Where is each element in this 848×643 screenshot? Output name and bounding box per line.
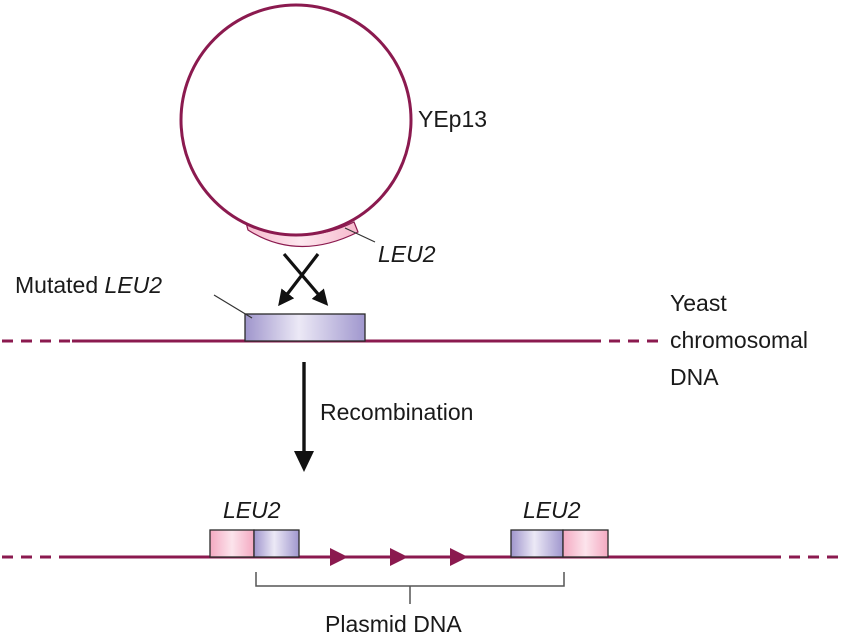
left-leu2-label: LEU2	[223, 497, 281, 523]
recombination-label: Recombination	[320, 399, 473, 425]
crossover-icon	[278, 252, 329, 307]
plasmid-label: YEp13	[418, 106, 487, 132]
right-leu2-label: LEU2	[523, 497, 581, 523]
plasmid-dna-label: Plasmid DNA	[325, 611, 462, 637]
left-pink-block	[209, 529, 255, 558]
plasmid-yep13	[179, 3, 413, 248]
right-purple-block	[510, 529, 564, 558]
mutated-leu2-box	[244, 313, 366, 342]
left-purple-block	[253, 529, 300, 558]
chromosome-label-line2: chromosomal	[670, 327, 808, 353]
right-leu2-segment	[510, 529, 609, 558]
right-pink-block	[562, 529, 609, 558]
plasmid-circle	[179, 3, 413, 237]
leu2-leader-line	[344, 227, 376, 243]
left-leu2-segment	[209, 529, 300, 558]
plasmid-leu2-label: LEU2	[378, 241, 436, 267]
plasmid-direction-arrows	[330, 548, 468, 566]
direction-arrow-3	[450, 548, 468, 566]
direction-arrow-1	[330, 548, 348, 566]
chromosome-label-line3: DNA	[670, 364, 719, 390]
recombination-arrow	[294, 362, 314, 472]
mutated-leader-line	[213, 294, 253, 319]
direction-arrow-2	[390, 548, 408, 566]
chromosome-label-line1: Yeast	[670, 290, 727, 316]
mutated-leu2-label: Mutated LEU2	[15, 272, 162, 298]
plasmid-dna-bracket	[255, 572, 565, 604]
